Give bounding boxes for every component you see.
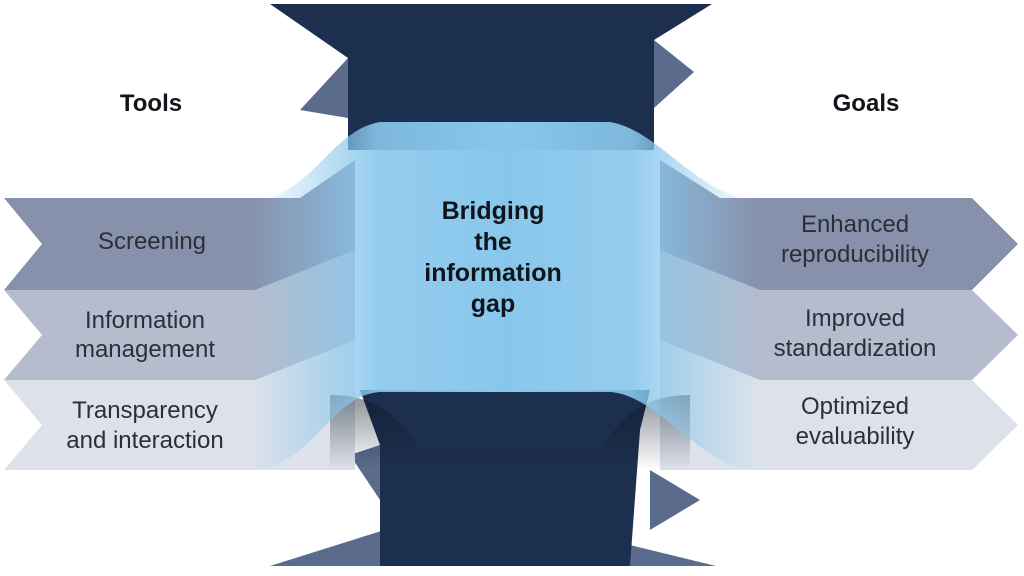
column-bottom-slate-right [650,470,700,530]
center-title-line-2: the [474,228,512,256]
column-top [270,4,712,150]
goal-reproducibility-label-line-2: reproducibility [781,241,929,268]
bridge-shape [250,122,760,470]
column-bottom-slate-left-low [270,520,416,566]
goal-standardization-label-line-1: Improved [805,305,905,332]
goal-evaluability-label-line-2: evaluability [796,423,915,450]
tool-transparency-label-line-1: Transparency [72,397,218,424]
column-bottom-slate-right-low [630,545,716,566]
column-top-slate-right [654,40,694,108]
tools-header: Tools [120,90,182,117]
column-bottom [270,390,716,566]
goal-standardization-label-line-2: standardization [774,335,937,362]
tool-transparency-label-line-2: and interaction [66,427,223,454]
center-title-line-4: gap [471,290,515,318]
column-top-dark [270,4,712,150]
bridge-shadow [330,395,690,470]
column-bottom-dark [360,390,650,566]
center-title-line-3: information [424,259,562,287]
goals-header: Goals [833,90,900,117]
column-top-slate-left [300,58,348,118]
center-title-line-1: Bridging [442,197,545,225]
tool-information-label-line-2: management [75,336,215,363]
goal-evaluability-label-line-1: Optimized [801,393,909,420]
tool-screening-label: Screening [98,228,206,255]
tool-information-label-line-1: Information [85,307,205,334]
goal-reproducibility-label-line-1: Enhanced [801,211,909,238]
